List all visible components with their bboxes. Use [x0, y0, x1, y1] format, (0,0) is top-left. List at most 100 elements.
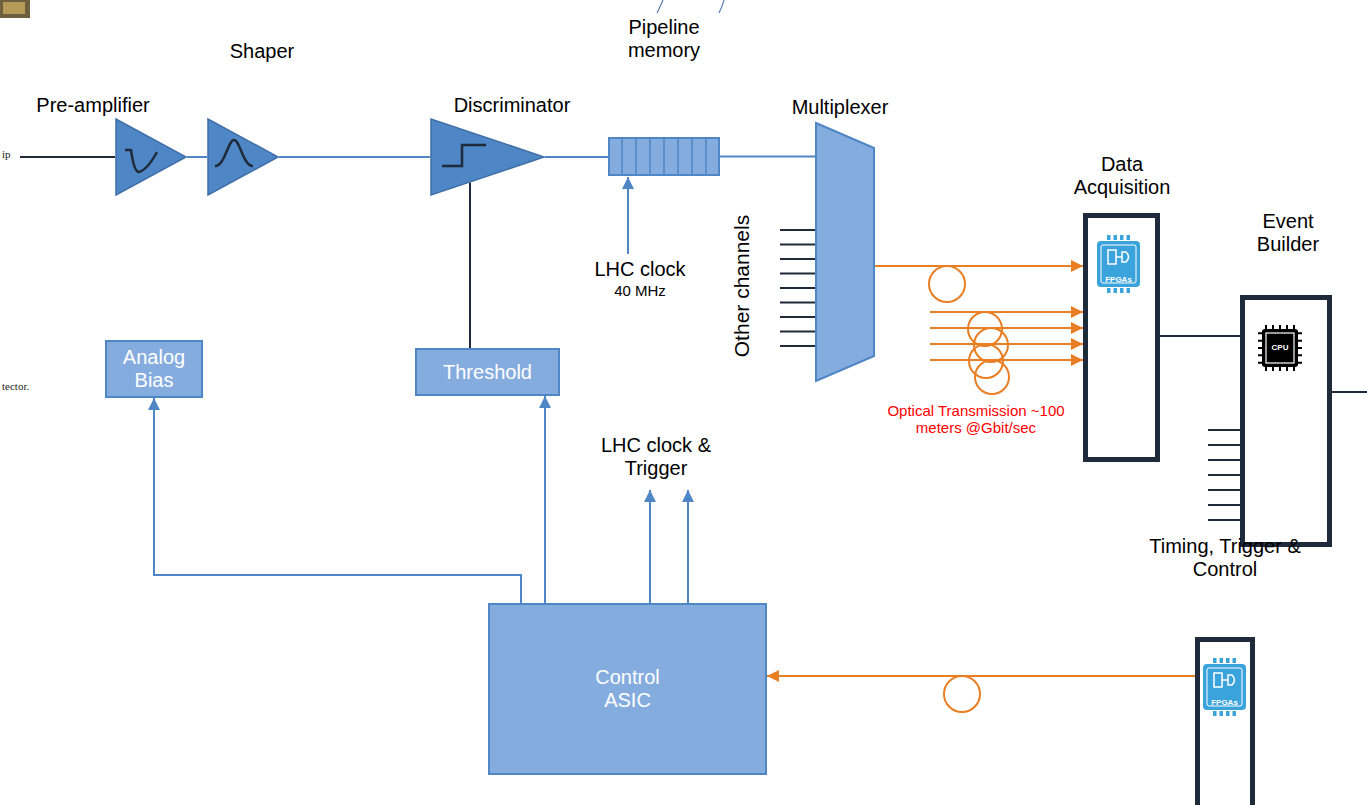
- channel-line: [780, 316, 815, 318]
- chip-pin: [1220, 711, 1224, 716]
- amplifier-body: [208, 119, 278, 195]
- output-line: [1332, 391, 1367, 393]
- shape-outline: [815, 122, 875, 382]
- logic-glyph: [1108, 250, 1129, 264]
- threshold-box: Threshold: [415, 348, 560, 396]
- discriminator-triangle: Discriminator: [430, 118, 545, 196]
- node-heading: Event Builder: [1238, 210, 1338, 256]
- connector: [154, 398, 521, 603]
- chip-pin: [1233, 658, 1237, 663]
- amplifier-body: [116, 119, 186, 195]
- chip-pin: [1120, 235, 1124, 240]
- memory-cell: [677, 138, 679, 175]
- chip-body: [1203, 664, 1246, 710]
- event-builder-crate: Event BuilderCPU: [1240, 295, 1332, 547]
- channel-line: [780, 345, 815, 347]
- channel-line: [780, 287, 815, 289]
- box-label: Control ASIC: [583, 666, 673, 712]
- memory-cell: [691, 138, 693, 175]
- input-line: [1208, 474, 1240, 476]
- chip-pin: [1107, 235, 1111, 240]
- connector: [187, 156, 207, 158]
- connector: [1160, 335, 1240, 337]
- node-heading: Timing, Trigger & Control: [1140, 535, 1310, 581]
- channel-line: [780, 244, 815, 246]
- channel-line: [780, 229, 815, 231]
- fiber-loop: [929, 266, 965, 302]
- fiber-loop: [975, 360, 1009, 394]
- memory-body: [609, 138, 719, 175]
- shape-outline: [1195, 637, 1255, 805]
- chip-pin: [1114, 288, 1118, 293]
- signal-glyph: [442, 145, 486, 166]
- control-asic: Control ASIC: [488, 603, 767, 775]
- optical-link: [930, 359, 1083, 361]
- node-heading: Pipeline memory: [609, 16, 719, 62]
- input-line: [1208, 504, 1240, 506]
- clock-arrow: [627, 177, 629, 254]
- pipeline-memory: Pipeline memory: [608, 137, 720, 176]
- channel-line: [780, 258, 815, 260]
- chip-pin: [1233, 711, 1237, 716]
- input-line: [1208, 459, 1240, 461]
- channel-line: [780, 331, 815, 333]
- chip-pin: [1226, 658, 1230, 663]
- shape-outline: [1240, 295, 1332, 547]
- node-heading: Multiplexer: [765, 96, 915, 119]
- cpu-icon: [1258, 325, 1302, 371]
- connector: [720, 156, 815, 158]
- channel-label: Other channels: [730, 215, 754, 357]
- shape-outline: [115, 118, 187, 196]
- box-label: Analog Bias: [113, 346, 195, 392]
- transmission-note: Optical Transmission ~100 meters @Gbit/s…: [887, 402, 1065, 437]
- detector-photo: [3, 2, 25, 14]
- memory-cell: [649, 138, 651, 175]
- connector: [469, 182, 471, 348]
- memory-cell: [635, 138, 637, 175]
- node-heading: Discriminator: [432, 94, 592, 117]
- cropped-text: tector.: [2, 380, 29, 393]
- input-line: [1208, 429, 1240, 431]
- detector-photo: [0, 0, 30, 18]
- signal-label: LHC clock & Trigger: [600, 434, 712, 480]
- shaper-triangle: Shaper: [207, 118, 279, 196]
- chip-pin: [1220, 658, 1224, 663]
- chip-body: [1097, 241, 1140, 287]
- preamp-triangle: Pre-amplifier: [115, 118, 187, 196]
- connector: [767, 675, 1195, 677]
- shape-outline: [608, 137, 720, 176]
- connector: [544, 396, 546, 603]
- signal-input: [20, 156, 115, 158]
- amplifier-body: [431, 119, 544, 195]
- multiplexer-shape: Multiplexer: [815, 122, 875, 382]
- signal-glyph: [215, 140, 253, 166]
- shape-outline: [1083, 213, 1160, 462]
- wire-arc: [719, 0, 724, 13]
- node-heading: Data Acquisition: [1052, 153, 1192, 199]
- signal-glyph: [125, 150, 157, 172]
- channel-line: [780, 302, 815, 304]
- connector: [875, 265, 1083, 267]
- optical-link: [930, 327, 1083, 329]
- chip-pin: [1213, 658, 1217, 663]
- chip-pin: [1107, 288, 1111, 293]
- memory-cell: [663, 138, 665, 175]
- cropped-text: ip: [2, 148, 11, 161]
- channel-line: [780, 273, 815, 275]
- optical-link: [930, 343, 1083, 345]
- fiber-loop: [944, 676, 980, 712]
- icon-label: CPU: [1258, 344, 1302, 352]
- signal-label: LHC clock: [585, 258, 695, 281]
- connector: [545, 156, 608, 158]
- node-heading: Shaper: [212, 40, 312, 63]
- input-line: [1208, 489, 1240, 491]
- memory-cell: [621, 138, 623, 175]
- clock-arrow: [649, 490, 651, 603]
- chip-pin: [1127, 235, 1131, 240]
- fpga-icon: [1203, 658, 1246, 716]
- optical-link: [930, 311, 1083, 313]
- icon-label: FPGAs: [1203, 699, 1246, 707]
- fpga-icon: [1097, 235, 1140, 293]
- shape-outline: [207, 118, 279, 196]
